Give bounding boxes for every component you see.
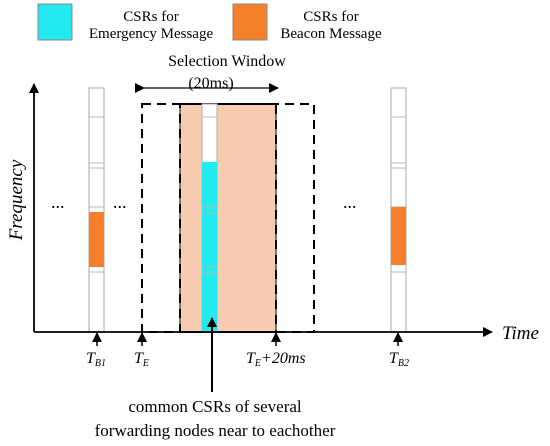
- tick-label-tb1: TB1: [86, 350, 106, 369]
- selection-window-title: Selection Window: [168, 53, 286, 70]
- legend-emergency-line2: Emergency Message: [89, 26, 214, 42]
- tick-label-tb2: TB2: [389, 350, 409, 369]
- legend-beacon-swatch: [232, 3, 268, 41]
- common-csr-region: [179, 103, 277, 333]
- ellipsis-mid: ...: [113, 192, 127, 212]
- legend-beacon-line2: Beacon Message: [280, 26, 382, 42]
- ellipsis-right: ...: [343, 192, 357, 212]
- legend-beacon-line1: CSRs for: [303, 9, 358, 25]
- tick-label-te20: TE+20ms: [246, 350, 306, 369]
- beacon-stripe-1: [88, 87, 105, 333]
- legend-emergency-line1: CSRs for: [123, 9, 178, 25]
- selection-window-duration: (20ms): [188, 75, 233, 92]
- ellipsis-left: ...: [51, 192, 65, 212]
- y-axis-label: Frequency: [6, 159, 27, 241]
- tick-label-te: TE: [134, 350, 149, 369]
- x-axis-label: Time: [502, 323, 539, 344]
- caption-line1: common CSRs of several: [128, 397, 302, 416]
- beacon-csr-block: [89, 212, 104, 267]
- emergency-stripe: [201, 103, 218, 333]
- beacon-csr-block: [391, 207, 406, 265]
- emergency-csr-block: [202, 162, 217, 332]
- selection-window-label: Selection Window (20ms): [135, 53, 286, 93]
- stripe-outline: [88, 87, 105, 333]
- beacon-stripe-2: [390, 87, 407, 333]
- caption-line2: forwarding nodes near to eachother: [95, 421, 336, 440]
- legend: CSRs for Emergency Message CSRs for Beac…: [37, 3, 382, 42]
- legend-emergency-swatch: [37, 3, 73, 41]
